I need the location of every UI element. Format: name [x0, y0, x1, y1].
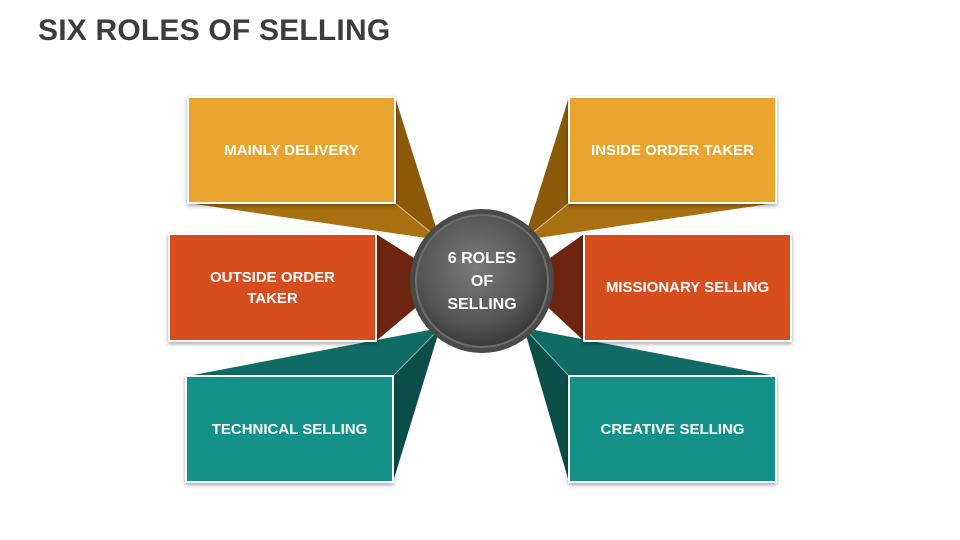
role-label: MISSIONARY SELLING: [605, 279, 770, 296]
page-title: SIX ROLES OF SELLING: [38, 14, 391, 47]
connector-technical-selling: [393, 328, 440, 482]
hub-label-container: 6 ROLES OF SELLING: [411, 210, 553, 352]
hub-circle: [415, 214, 549, 348]
role-mainly-delivery: MAINLY DELIVERY: [187, 96, 396, 204]
role-label: MAINLY DELIVERY: [224, 141, 359, 159]
connector-technical-selling-top: [188, 328, 440, 376]
connector-mainly-delivery: [395, 97, 440, 240]
role-label: CREATIVE SELLING: [600, 420, 745, 438]
connector-creative-selling: [524, 328, 569, 482]
role-creative-selling: CREATIVE SELLING: [568, 375, 777, 483]
role-missionary-selling: MISSIONARY SELLING: [583, 233, 792, 342]
role-inside-order-taker: INSIDE ORDER TAKER: [568, 96, 777, 204]
role-label: TECHNICAL SELLING: [211, 420, 368, 438]
role-outside-order-taker: OUTSIDE ORDER TAKER: [168, 233, 377, 342]
hub-label: 6 ROLES OF SELLING: [447, 249, 517, 313]
connector-outside-order-taker: [376, 234, 425, 341]
role-technical-selling: TECHNICAL SELLING: [185, 375, 394, 483]
role-label: OUTSIDE ORDER TAKER: [209, 268, 335, 307]
connector-inside-order-taker: [524, 97, 569, 240]
connector-mainly-delivery-bottom: [188, 203, 440, 240]
role-label: INSIDE ORDER TAKER: [590, 141, 755, 159]
connector-inside-order-taker-bottom: [524, 203, 776, 240]
